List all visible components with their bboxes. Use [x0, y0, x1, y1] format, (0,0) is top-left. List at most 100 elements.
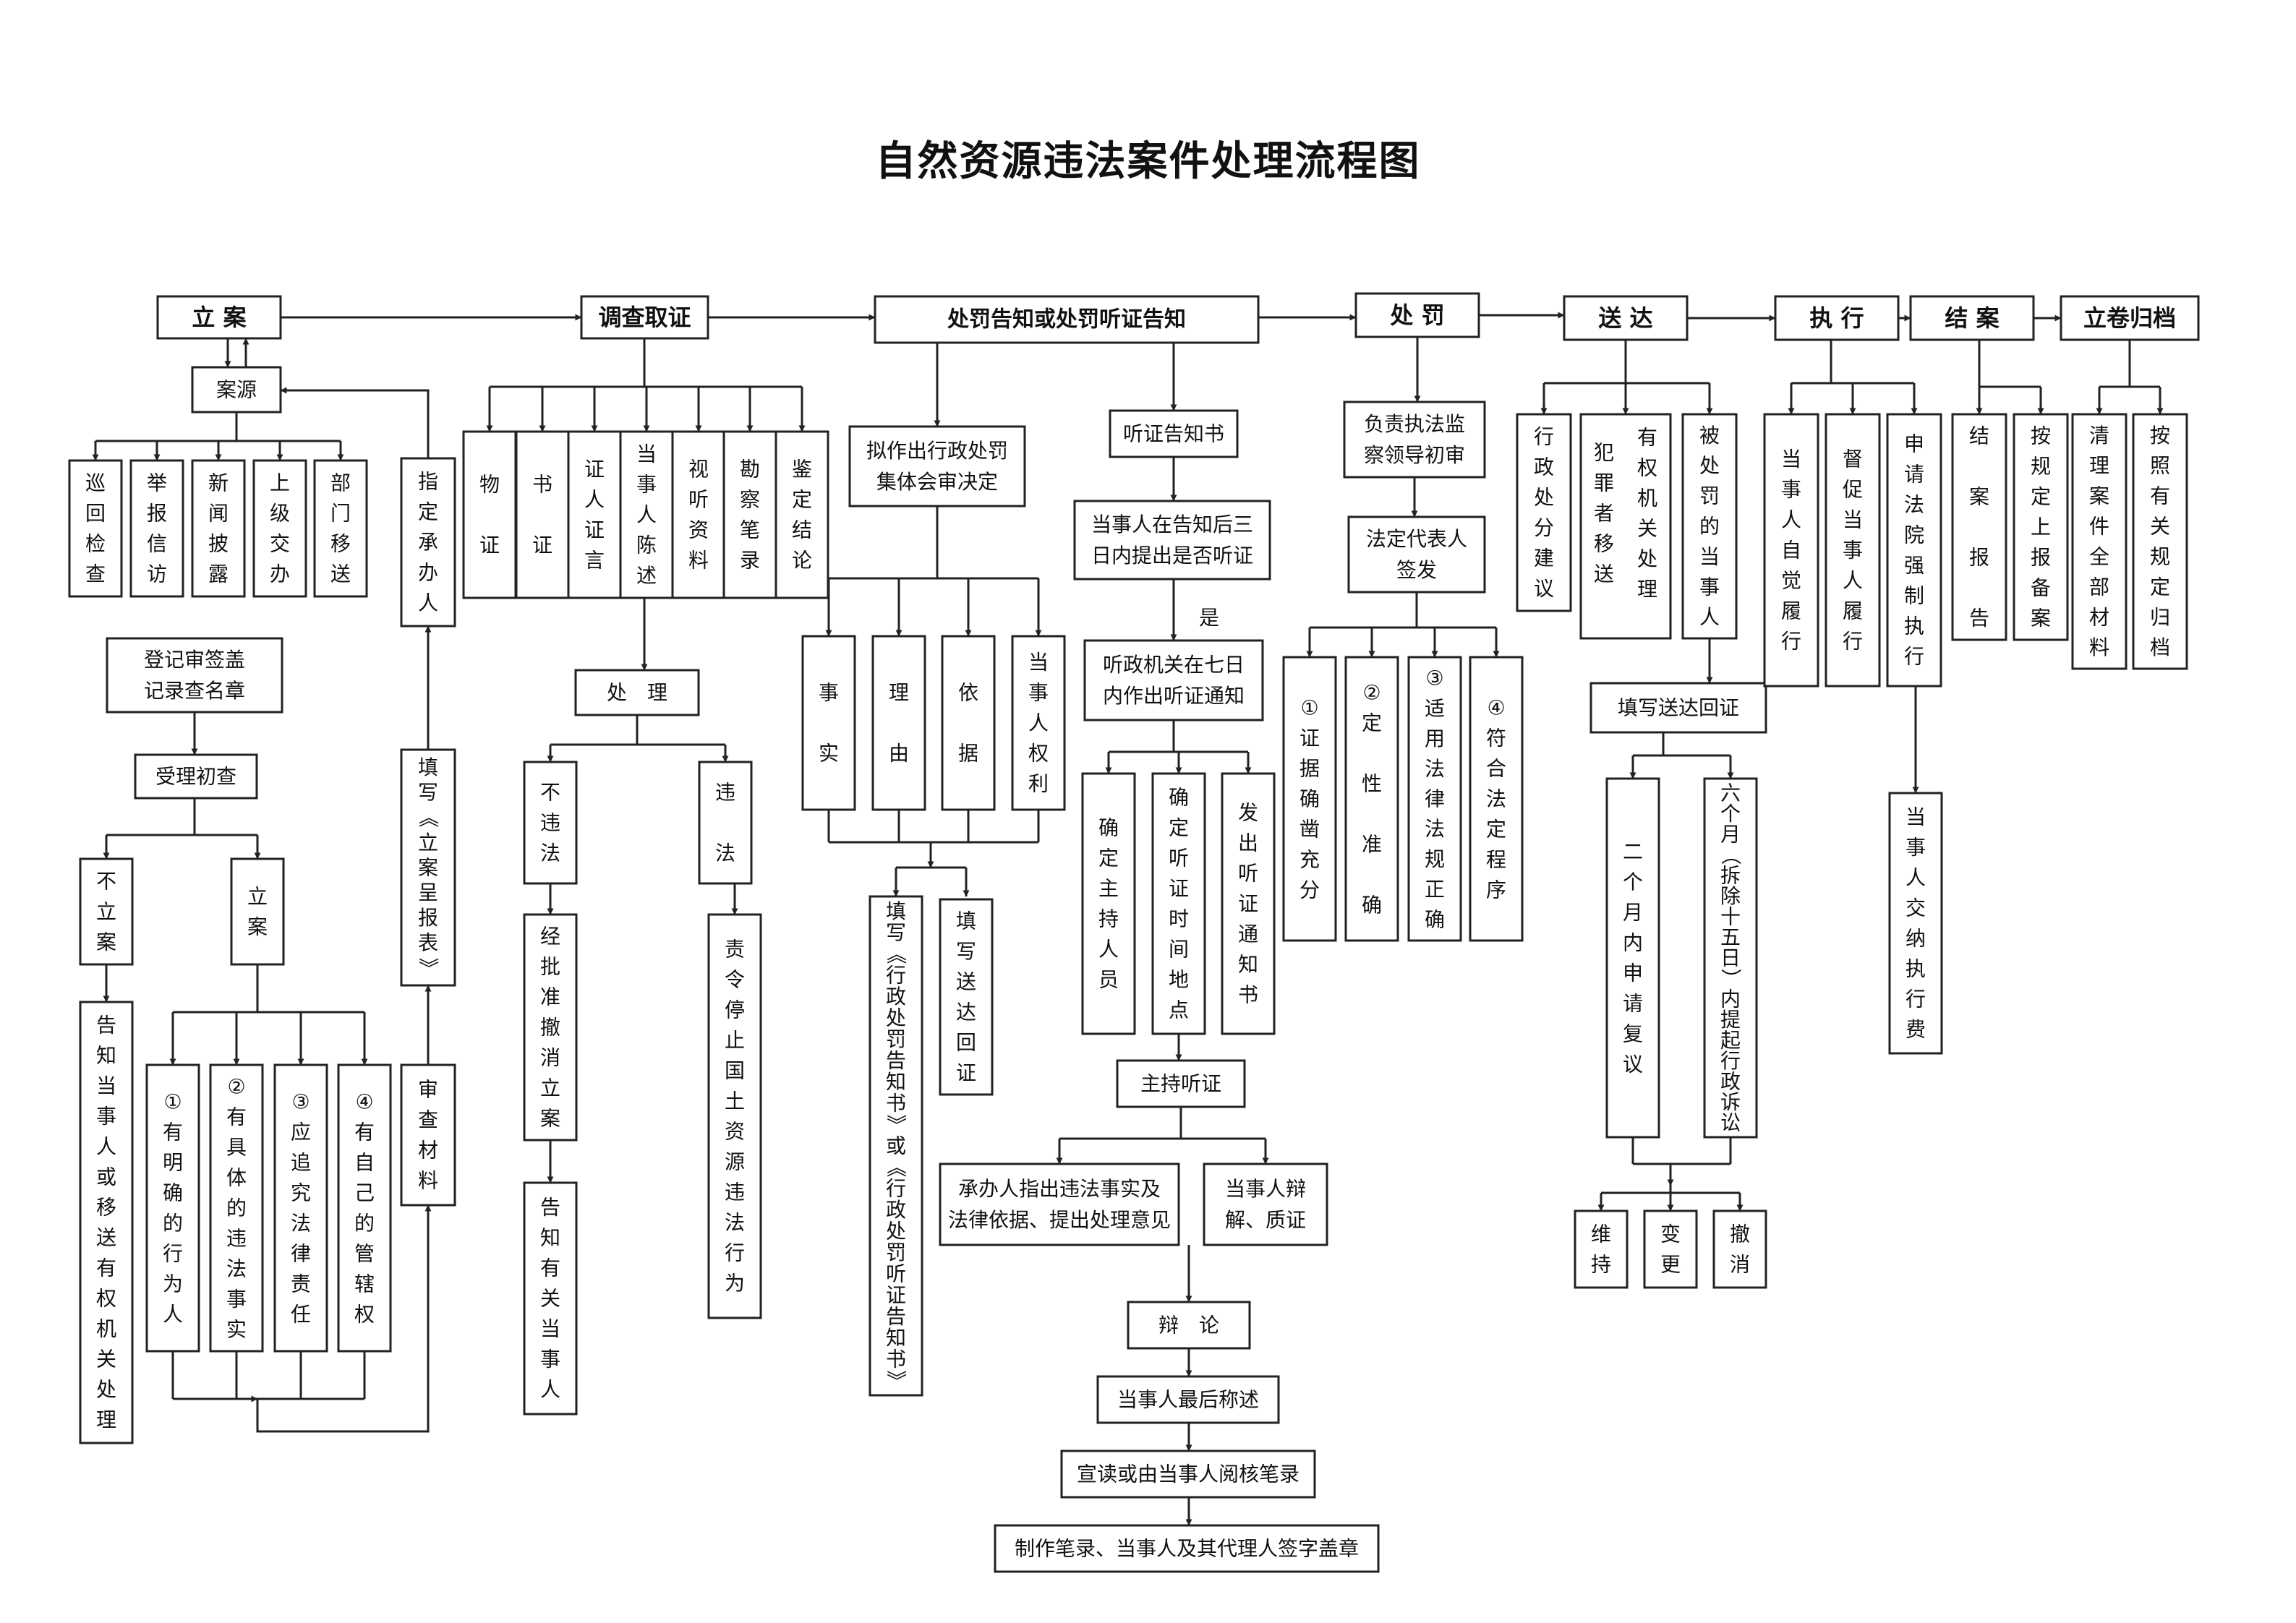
svg-text:者: 者 [1594, 502, 1614, 526]
svg-text:有: 有 [354, 1121, 375, 1144]
svg-text:人: 人 [584, 488, 605, 512]
step-notice-header: 处罚告知或处罚听证告知 [874, 295, 1260, 344]
svg-text:全: 全 [2089, 544, 2109, 568]
svg-text:《: 《 [417, 808, 440, 828]
svg-text:为: 为 [725, 1272, 745, 1296]
svg-text:理: 理 [889, 681, 909, 705]
svg-text:违: 违 [725, 1181, 745, 1204]
svg-text:听: 听 [1169, 847, 1189, 870]
node-label: 立 案 [192, 304, 247, 331]
svg-text:案: 案 [1969, 485, 1989, 509]
svg-text:部: 部 [2089, 575, 2109, 599]
svg-text:事: 事 [226, 1288, 247, 1311]
svg-text:人: 人 [1843, 569, 1863, 593]
svg-text:行: 行 [725, 1241, 745, 1265]
node-label: 制作笔录、当事人及其代理人签字盖章 [1015, 1537, 1359, 1561]
svg-text:建: 建 [1534, 547, 1554, 570]
svg-text:地: 地 [1169, 968, 1189, 992]
svg-text:履: 履 [1843, 599, 1863, 623]
node-label: 听证告知书 [1123, 422, 1224, 446]
svg-text:变: 变 [1660, 1222, 1681, 1246]
svg-text:法: 法 [725, 1211, 745, 1235]
node-label: 处罚告知或处罚听证告知 [947, 307, 1186, 333]
svg-text:处 理: 处 理 [607, 681, 667, 705]
svg-text:告: 告 [96, 1014, 116, 1037]
svg-text:受理初查: 受理初查 [155, 765, 236, 789]
svg-text:归: 归 [2150, 605, 2170, 629]
svg-text:责: 责 [725, 938, 745, 962]
svg-text:证: 证 [584, 518, 605, 542]
svg-text:律: 律 [291, 1242, 311, 1266]
svg-text:人: 人 [1781, 508, 1801, 532]
yes-label: 是 [1199, 606, 1219, 630]
node-label: 主持听证 [1140, 1072, 1221, 1096]
svg-text:写: 写 [418, 780, 438, 804]
svg-text:间: 间 [1169, 938, 1189, 962]
node-j1: 结 案 报 告 [1951, 413, 2007, 641]
svg-text:级: 级 [270, 502, 290, 526]
svg-text:权: 权 [1637, 456, 1657, 480]
node-label: 书 证 [532, 473, 552, 557]
svg-text:讼: 讼 [1720, 1111, 1741, 1135]
connectors [92, 312, 2164, 1526]
svg-text:据: 据 [958, 742, 978, 766]
svg-text:议: 议 [1623, 1053, 1643, 1076]
svg-text:人: 人 [163, 1303, 183, 1327]
svg-text:关: 关 [1637, 517, 1657, 541]
svg-text:行: 行 [1720, 1049, 1741, 1073]
svg-text:确: 确 [1299, 787, 1320, 811]
node-label: 撤消 [1730, 1222, 1750, 1277]
svg-text:法律依据、提出处理意见: 法律依据、提出处理意见 [948, 1208, 1171, 1232]
svg-text:检: 检 [85, 532, 106, 556]
node-label: 执 行 [1809, 304, 1864, 332]
svg-text:政: 政 [886, 985, 906, 1009]
svg-text:发: 发 [1238, 801, 1258, 825]
node-label: 立案 [247, 885, 268, 939]
svg-text:法: 法 [291, 1212, 311, 1236]
node-buweifa: 不违法 [523, 761, 578, 885]
svg-text:人: 人 [1699, 605, 1720, 629]
svg-text:议: 议 [1534, 577, 1554, 601]
svg-text:个: 个 [1623, 870, 1643, 894]
svg-text:任: 任 [291, 1303, 311, 1327]
svg-text:为: 为 [163, 1272, 183, 1296]
svg-text:当: 当 [1699, 544, 1720, 568]
svg-text:①: ① [163, 1090, 182, 1114]
svg-text:资: 资 [725, 1120, 745, 1144]
svg-text:处: 处 [886, 1006, 906, 1030]
svg-text:《: 《 [884, 944, 908, 964]
svg-text:批: 批 [540, 955, 560, 979]
svg-text:诉: 诉 [1720, 1090, 1741, 1114]
svg-text:签发: 签发 [1396, 558, 1437, 582]
svg-text:机: 机 [96, 1317, 116, 1341]
svg-text:告: 告 [1969, 607, 1989, 630]
svg-text:人: 人 [636, 503, 657, 527]
svg-text:用: 用 [1425, 727, 1445, 750]
svg-text:撤: 撤 [1730, 1222, 1750, 1246]
svg-text:定: 定 [1486, 818, 1506, 842]
svg-text:定: 定 [1362, 711, 1382, 735]
svg-text:权: 权 [96, 1287, 116, 1311]
svg-text:凿: 凿 [1299, 818, 1320, 842]
svg-text:关: 关 [96, 1348, 116, 1371]
svg-text:事: 事 [1905, 836, 1926, 860]
svg-text:听: 听 [1238, 862, 1258, 886]
svg-text:执 行: 执 行 [1809, 304, 1864, 332]
node-g1: 事 实 [801, 635, 856, 811]
svg-text:罚: 罚 [886, 1241, 906, 1264]
svg-text:时: 时 [1169, 907, 1189, 931]
svg-text:责: 责 [291, 1272, 311, 1296]
svg-text:的: 的 [226, 1196, 247, 1220]
node-label: 填写送达回证 [956, 909, 976, 1085]
